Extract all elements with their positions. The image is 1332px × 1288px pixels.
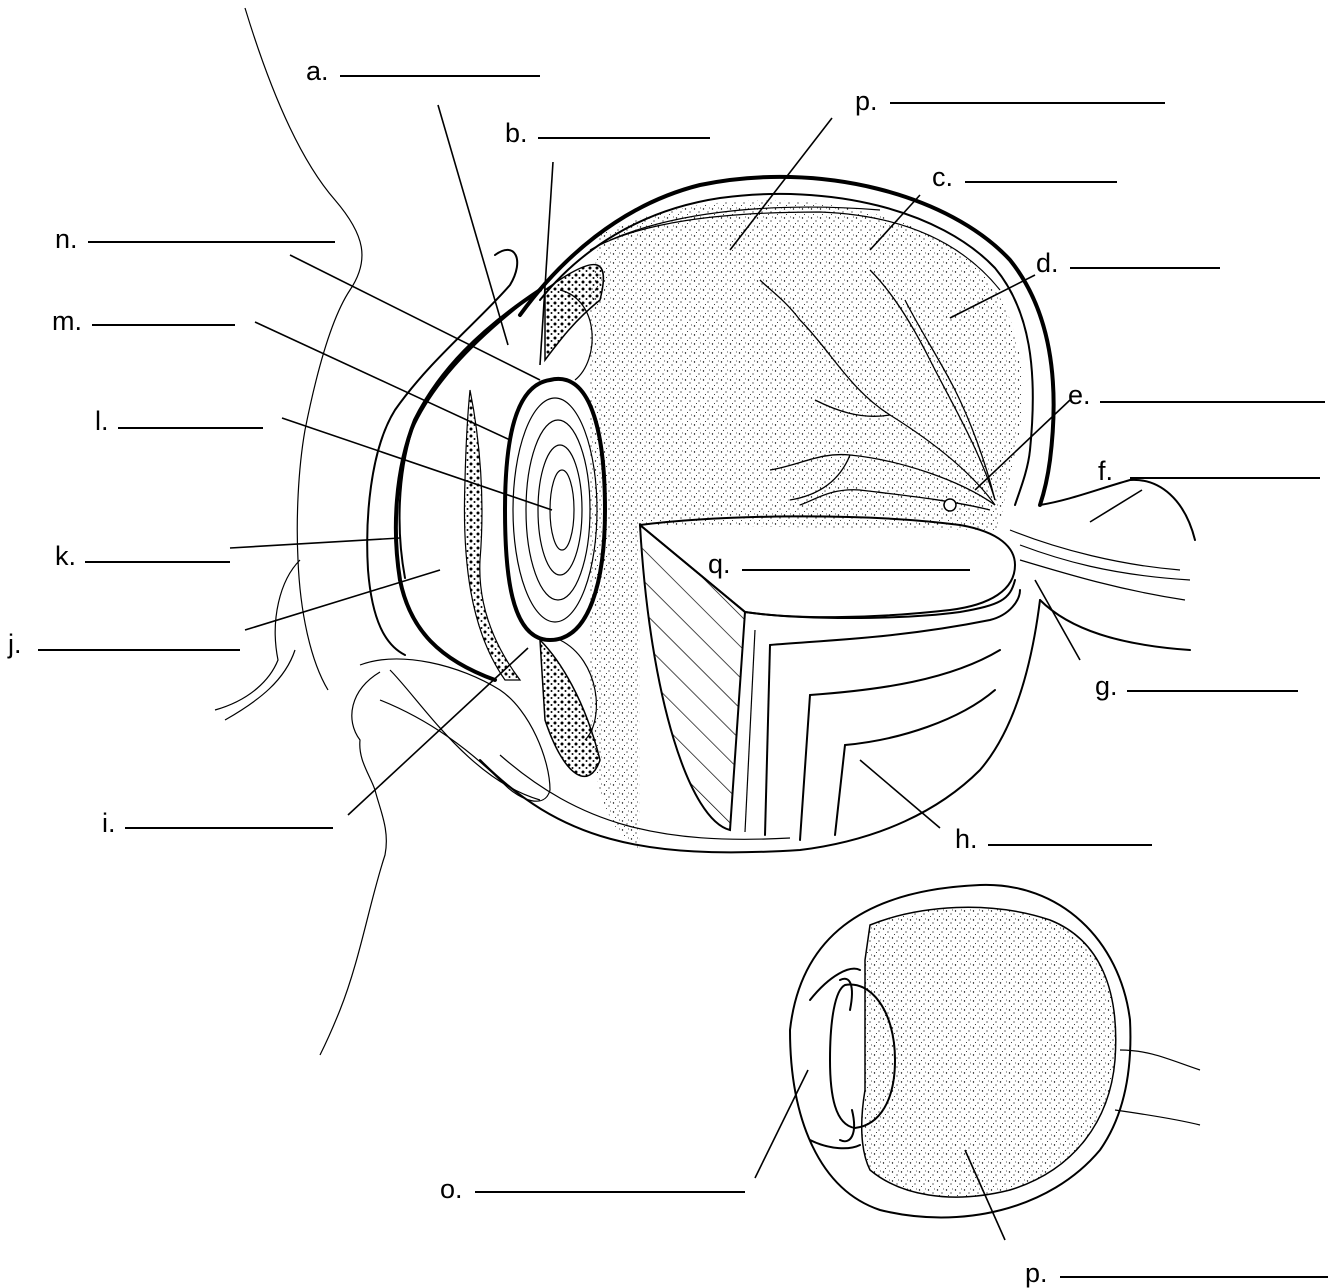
optic-nerve xyxy=(1040,480,1195,540)
label-d-text: d. xyxy=(1036,248,1059,278)
label-a: a. xyxy=(306,56,540,86)
optic-disc xyxy=(944,499,956,511)
label-h: h. xyxy=(955,824,1152,854)
label-p-small-text: p. xyxy=(1025,1258,1048,1288)
label-n: n. xyxy=(55,224,335,254)
label-g: g. xyxy=(1095,671,1298,701)
label-i-text: i. xyxy=(102,808,116,838)
label-a-text: a. xyxy=(306,56,329,86)
label-l-text: l. xyxy=(95,406,109,436)
label-h-text: h. xyxy=(955,824,978,854)
label-k: k. xyxy=(55,541,230,571)
label-p-main: p. xyxy=(855,86,1165,116)
small-eye xyxy=(790,885,1200,1218)
eyelid-cornea xyxy=(367,250,540,680)
label-d: d. xyxy=(1036,248,1220,278)
label-o: o. xyxy=(440,1174,745,1204)
label-o-text: o. xyxy=(440,1174,463,1204)
label-m: m. xyxy=(52,306,235,336)
label-e: e. xyxy=(1068,380,1325,410)
cutaway-section xyxy=(640,516,1020,840)
label-c: c. xyxy=(932,162,1117,192)
label-j-text: j. xyxy=(7,629,22,659)
label-e-text: e. xyxy=(1068,380,1091,410)
label-l: l. xyxy=(95,406,263,436)
label-k-text: k. xyxy=(55,541,76,571)
label-m-text: m. xyxy=(52,306,82,336)
label-f-text: f. xyxy=(1098,456,1113,486)
label-i: i. xyxy=(102,808,333,838)
label-q: q. xyxy=(708,549,970,579)
label-j: j. xyxy=(7,629,240,659)
face-profile xyxy=(215,8,550,1055)
label-g-text: g. xyxy=(1095,671,1118,701)
label-c-text: c. xyxy=(932,162,953,192)
label-f: f. xyxy=(1098,456,1320,486)
label-q-text: q. xyxy=(708,549,731,579)
label-p-text: p. xyxy=(855,86,878,116)
ciliary-iris xyxy=(464,265,603,777)
label-n-text: n. xyxy=(55,224,78,254)
label-p-small: p. xyxy=(1025,1258,1328,1288)
label-b-text: b. xyxy=(505,118,528,148)
label-b: b. xyxy=(505,118,710,148)
